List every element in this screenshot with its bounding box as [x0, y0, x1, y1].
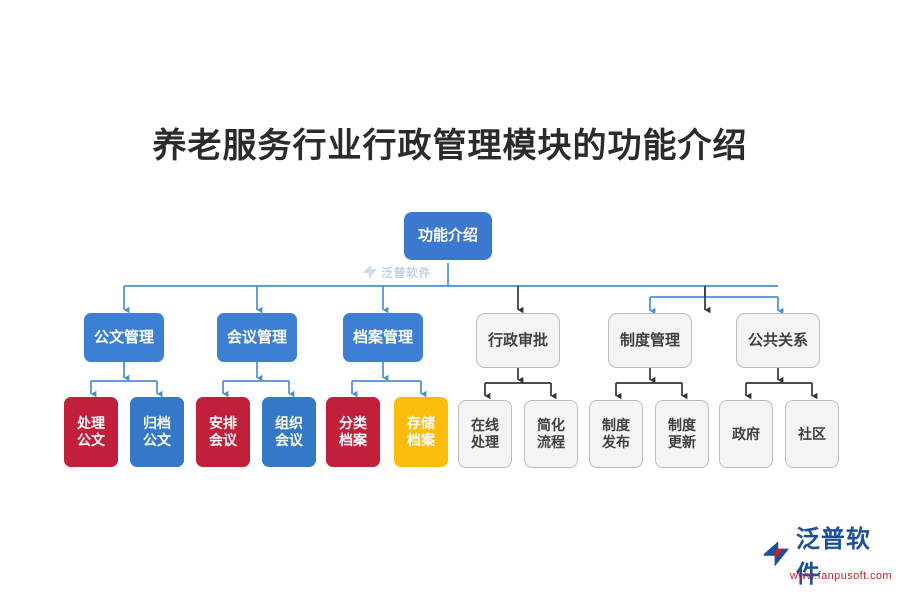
page-title: 养老服务行业行政管理模块的功能介绍	[152, 127, 748, 165]
leaf-jianhua-liucheng[interactable]: 简化 流程	[524, 400, 578, 468]
node-root[interactable]: 功能介绍	[404, 212, 492, 260]
node-gonggong-guanxi[interactable]: 公共关系	[736, 313, 820, 368]
leaf-shequ[interactable]: 社区	[785, 400, 839, 468]
logo-row: 泛普软件	[762, 526, 892, 588]
leaf-zhidu-fabu[interactable]: 制度 发布	[589, 400, 643, 468]
leaf-zhidu-gengxin[interactable]: 制度 更新	[655, 400, 709, 468]
leaf-cunchu-dangan[interactable]: 存储 档案	[394, 397, 448, 467]
logo-url: www.fanpusoft.com	[789, 570, 892, 582]
leaf-zuzhi-huiyi[interactable]: 组织 会议	[262, 397, 316, 467]
watermark-text: 泛普软件	[381, 265, 432, 280]
node-huiyi-guanli[interactable]: 会议管理	[217, 313, 297, 362]
node-zhidu-guanli[interactable]: 制度管理	[608, 313, 692, 368]
leaf-anpai-huiyi[interactable]: 安排 会议	[196, 397, 250, 467]
leaf-fenlei-dangan[interactable]: 分类 档案	[326, 397, 380, 467]
node-gongwen-guanli[interactable]: 公文管理	[84, 313, 164, 362]
logo-mark-icon	[763, 541, 790, 567]
watermark-mark-icon	[363, 265, 377, 279]
node-xingzheng-shenpi[interactable]: 行政审批	[476, 313, 560, 368]
center-watermark: 泛普软件	[362, 260, 452, 284]
leaf-guidang-gongwen[interactable]: 归档 公文	[130, 397, 184, 467]
leaf-zaixian-chuli[interactable]: 在线 处理	[458, 400, 512, 468]
node-dangan-guanli[interactable]: 档案管理	[343, 313, 423, 362]
logo-name: 泛普软件	[795, 526, 871, 588]
leaf-chuli-gongwen[interactable]: 处理 公文	[64, 397, 118, 467]
leaf-zhengfu[interactable]: 政府	[719, 400, 773, 468]
brand-logo: 泛普软件 www.fanpusoft.com	[762, 526, 892, 588]
